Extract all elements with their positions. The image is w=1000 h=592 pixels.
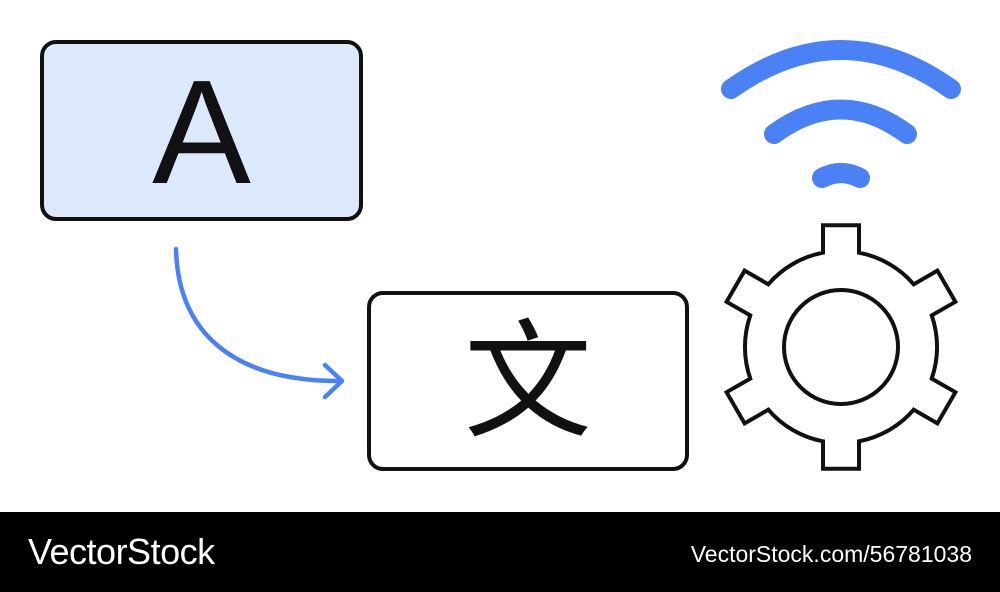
- target-text-box: 文: [367, 291, 689, 471]
- wifi-signal-icon: [721, 40, 961, 188]
- source-text-box: A: [40, 40, 363, 221]
- curved-arrow-icon: [173, 246, 345, 400]
- source-letter: A: [152, 49, 251, 215]
- gear-icon: [723, 223, 959, 471]
- translation-illustration: A 文: [40, 40, 961, 471]
- target-character: 文: [463, 308, 592, 457]
- image-reference: VectorStock.com/56781038: [690, 541, 972, 567]
- brand-logo: VectorStock: [28, 531, 215, 572]
- illustration-shapes: [173, 40, 961, 471]
- watermark-footer: VectorStock VectorStock.com/56781038: [0, 512, 1000, 592]
